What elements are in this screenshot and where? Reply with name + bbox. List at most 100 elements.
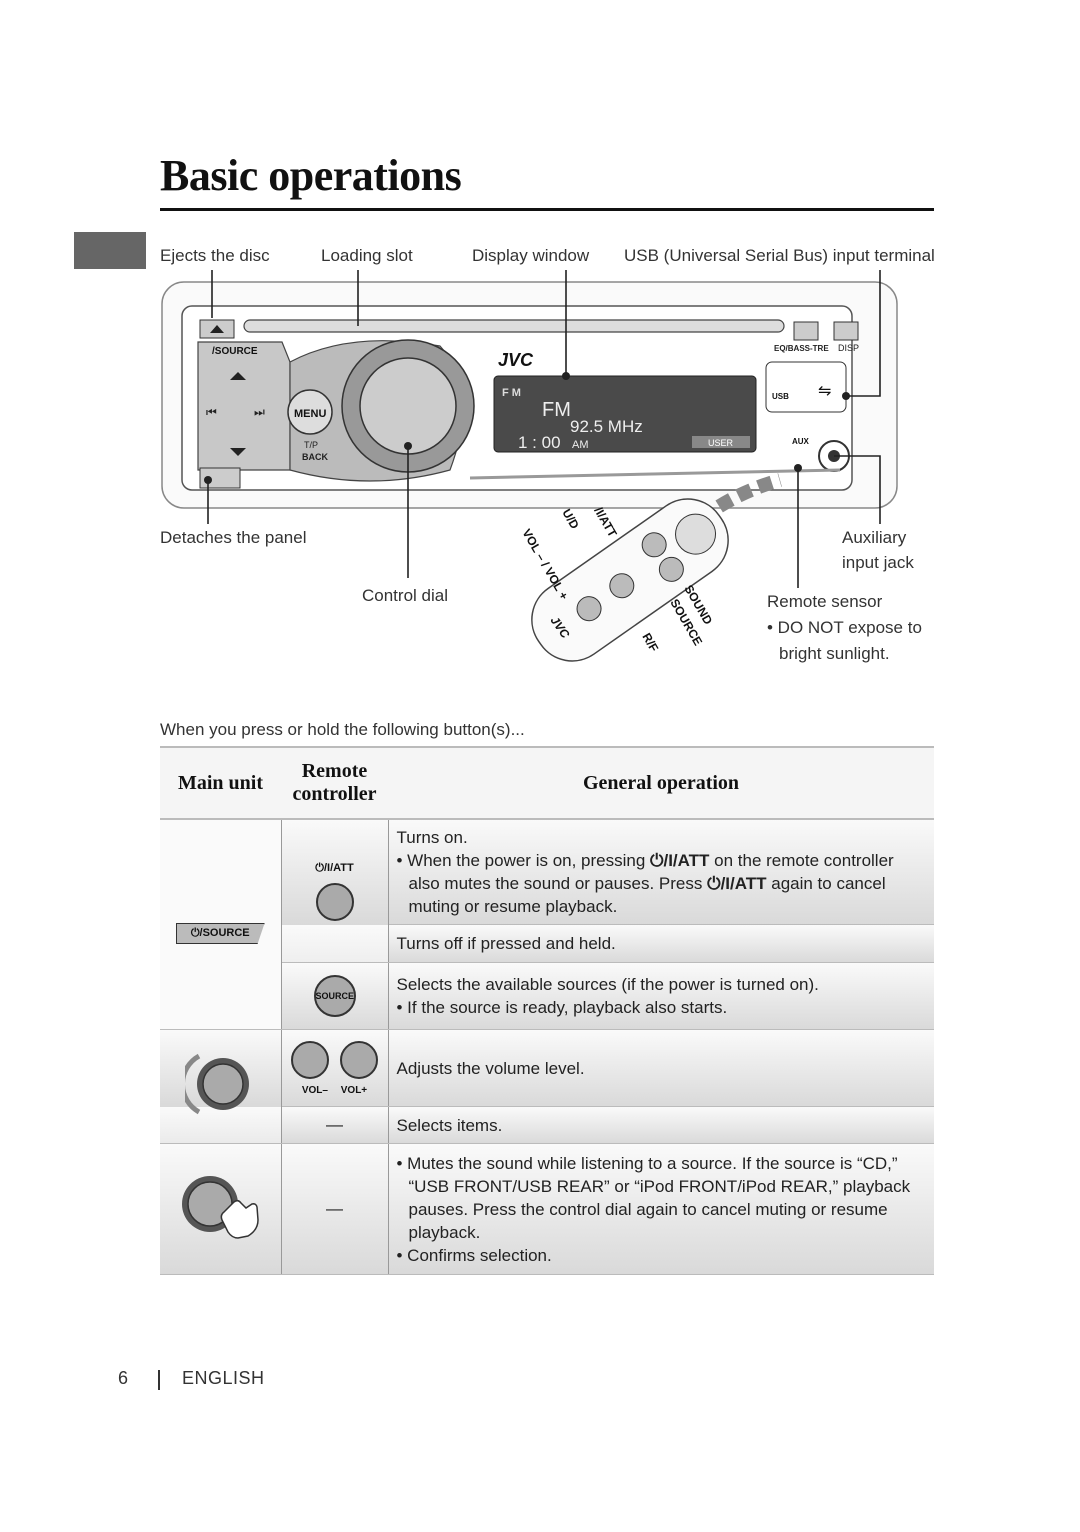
display-band: FM (542, 399, 571, 421)
remote-vol-cell: VOL– VOL+ (281, 1029, 389, 1107)
table-row: — • Mutes the sound while listening to a… (160, 1143, 934, 1275)
source-label: /SOURCE (212, 346, 258, 357)
power-icon: ⏻ (650, 851, 664, 870)
vol-minus-button (291, 1040, 330, 1079)
display-window (493, 375, 757, 453)
desc-selects-items: Selects items. (388, 1106, 934, 1144)
device-illustration: EQ/BASS-TRE DISP /SOURCE ⏮ ⏭ MENU T/P BA… (161, 270, 898, 662)
callout-usb-terminal: USB (Universal Serial Bus) input termina… (624, 246, 935, 265)
dial-press-icon (182, 1175, 260, 1239)
main-source-cell: ⏻/SOURCE (160, 819, 282, 1030)
desc-selects-sources: Selects the available sources (if the po… (388, 962, 934, 1030)
table-row: SOURCE Selects the available sources (if… (160, 962, 934, 1030)
eq-label: EQ/BASS-TRE (774, 344, 829, 353)
display-band-indicator: F M (502, 387, 521, 399)
brand-logo: JVC (498, 350, 534, 370)
display-clock-suffix: AM (572, 439, 589, 451)
header-remote-line2: controller (292, 783, 377, 805)
section-tab (74, 232, 146, 269)
usb-icon: ⇋ (818, 381, 831, 400)
display-frequency: 92.5 MHz (570, 417, 643, 436)
desc-r6-bullet2: • Confirms selection. (396, 1245, 552, 1265)
power-icon: ⏻ (707, 874, 721, 893)
usb-port-area (765, 361, 847, 413)
prev-icon: ⏮ (206, 405, 217, 419)
remote-source-button: SOURCE (313, 975, 356, 1017)
callout-detach-panel: Detaches the panel (160, 528, 307, 547)
table-header-row: Main unit Remote controller General oper… (160, 746, 934, 820)
table-row: — Selects items. (160, 1106, 934, 1144)
callout-sensor-note1: • DO NOT expose to (767, 618, 922, 637)
remote-ud-label: U/D (559, 507, 582, 532)
main-dial-rotate-cell (160, 1029, 282, 1144)
main-source-button: ⏻/SOURCE (175, 923, 265, 944)
callout-sensor-note2: bright sunlight. (779, 644, 890, 663)
desc-turns-off: Turns off if pressed and held. (388, 924, 934, 963)
tp-label: T/P (304, 440, 318, 450)
user-badge-bg (692, 436, 750, 448)
callout-aux-line1: Auxiliary (842, 528, 907, 547)
desc-r3-bullet: • If the source is ready, playback also … (396, 998, 728, 1017)
header-remote-controller: Remote controller (281, 746, 388, 820)
remote-source-cell: SOURCE (281, 962, 389, 1030)
desc-r6-bullet1: • Mutes the sound while listening to a s… (396, 1153, 911, 1242)
remote-att-button (315, 882, 354, 921)
main-source-label: /SOURCE (199, 927, 250, 939)
power-icon: ⏻ (315, 861, 324, 874)
desc-adjust-volume: Adjusts the volume level. (388, 1029, 934, 1107)
callout-loading-slot: Loading slot (321, 246, 413, 265)
menu-button (287, 389, 333, 435)
remote-dash-cell-2: — (281, 1143, 389, 1275)
vol-labels: VOL– VOL+ (301, 1084, 368, 1096)
loading-slot (243, 319, 785, 333)
callout-aux-line2: input jack (842, 553, 914, 572)
signal-wave (664, 473, 782, 555)
header-remote-line1: Remote (301, 760, 368, 782)
callout-eject: Ejects the disc (160, 246, 270, 265)
table-row: VOL– VOL+ Adjusts the volume level. (160, 1029, 934, 1144)
desc-mutes-confirms: • Mutes the sound while listening to a s… (388, 1143, 934, 1275)
menu-label: MENU (294, 408, 326, 420)
main-dial-press-cell (160, 1143, 282, 1275)
display-user-badge: USER (708, 438, 734, 448)
desc-turns-on: Turns on. • When the power is on, pressi… (388, 819, 934, 925)
aux-label: AUX (792, 437, 810, 446)
desc-r1-line: Turns on. (396, 828, 468, 847)
desc-r3-line: Selects the available sources (if the po… (396, 975, 819, 994)
usb-label: USB (772, 392, 789, 401)
hand-icon (220, 1199, 260, 1239)
remote-att-button-label: ⏻/I/ATT (315, 861, 354, 874)
table-row: ⏻/SOURCE ⏻/I/ATT Turns on. • When the po… (160, 819, 934, 1030)
callout-control-dial: Control dial (362, 586, 448, 605)
leader-aux (834, 455, 881, 524)
page-language: ENGLISH (182, 1368, 265, 1388)
leader-usb (846, 270, 881, 397)
table-intro: When you press or hold the following but… (160, 720, 525, 739)
dial-rotate-icon (180, 1053, 250, 1115)
header-main-unit: Main unit (160, 746, 281, 820)
back-label: BACK (302, 452, 328, 462)
down-arrow-icon (230, 448, 246, 456)
desc-r1-bullet: • When the power is on, pressing ⏻/I/ATT… (396, 851, 894, 916)
title-rule (160, 208, 934, 211)
display-clock: 1 : 00 (518, 433, 561, 452)
vol-plus-button (339, 1040, 378, 1079)
lower-trim (469, 468, 841, 480)
remote-rf-label: R/F (639, 631, 661, 655)
eject-icon (210, 325, 224, 333)
eq-button (793, 321, 819, 341)
disp-button (833, 321, 859, 341)
next-icon: ⏭ (254, 405, 265, 419)
disp-label: DISP (838, 343, 859, 353)
power-icon: ⏻ (190, 927, 200, 939)
control-dial (359, 357, 457, 455)
remote-dash-cell-1: — (281, 1106, 389, 1144)
remote-att-cell: ⏻/I/ATT (281, 819, 389, 963)
remote-controller (531, 498, 729, 662)
page-title: Basic operations (160, 151, 462, 200)
header-general-operation: General operation (388, 746, 934, 820)
footer-separator (158, 1370, 160, 1390)
up-arrow-icon (230, 372, 246, 380)
page-number: 6 (118, 1368, 129, 1388)
remote-att-label: /I/ATT (591, 505, 620, 541)
